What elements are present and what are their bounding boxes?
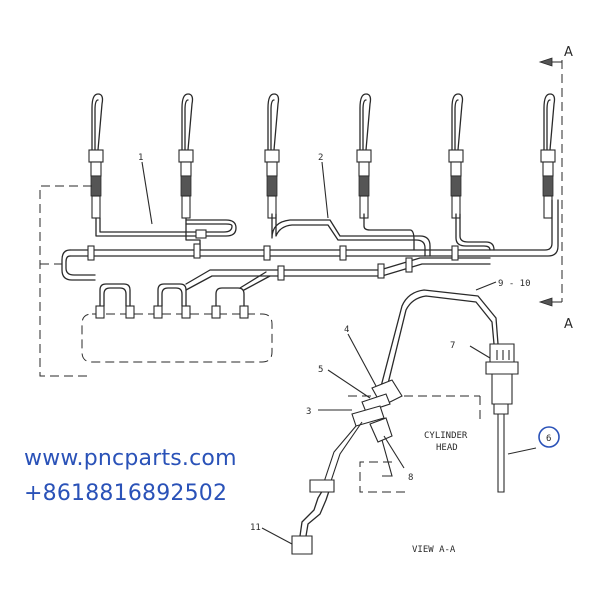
callout-11: 11 bbox=[250, 523, 261, 533]
injector bbox=[540, 93, 556, 219]
section-label-bottom: A bbox=[564, 317, 573, 332]
region-text-1: CYLINDER bbox=[424, 431, 468, 441]
injector-group bbox=[88, 93, 556, 219]
view-label: VIEW A-A bbox=[412, 545, 456, 555]
injector bbox=[88, 93, 104, 219]
region-text-2: HEAD bbox=[436, 443, 458, 453]
section-line-a: A A bbox=[538, 45, 573, 332]
highlight-circle-6 bbox=[538, 426, 560, 448]
engine-outline-left bbox=[39, 185, 92, 377]
callout-8: 8 bbox=[408, 473, 413, 483]
view-a-a: 9 - 10 7 6 CYLINDER HEAD 4 5 3 8 bbox=[250, 279, 560, 555]
injector bbox=[448, 93, 464, 219]
website-watermark: www.pncparts.com bbox=[24, 446, 237, 471]
injector bbox=[178, 93, 194, 219]
callout-2: 2 bbox=[318, 153, 323, 163]
fuel-rails bbox=[61, 199, 559, 291]
injector bbox=[264, 93, 280, 219]
callout-5: 5 bbox=[318, 365, 323, 375]
callout-9-10: 9 - 10 bbox=[498, 279, 531, 289]
section-label-top: A bbox=[564, 45, 573, 60]
callout-4: 4 bbox=[344, 325, 349, 335]
callout-leaders-main: 1 2 bbox=[138, 153, 329, 225]
callout-7: 7 bbox=[450, 341, 455, 351]
callout-3: 3 bbox=[306, 407, 311, 417]
callout-1: 1 bbox=[138, 153, 143, 163]
callout-6: 6 bbox=[546, 434, 551, 444]
injector bbox=[356, 93, 372, 219]
fuel-pump-block bbox=[81, 283, 273, 363]
phone-watermark: +8618816892502 bbox=[24, 481, 228, 506]
